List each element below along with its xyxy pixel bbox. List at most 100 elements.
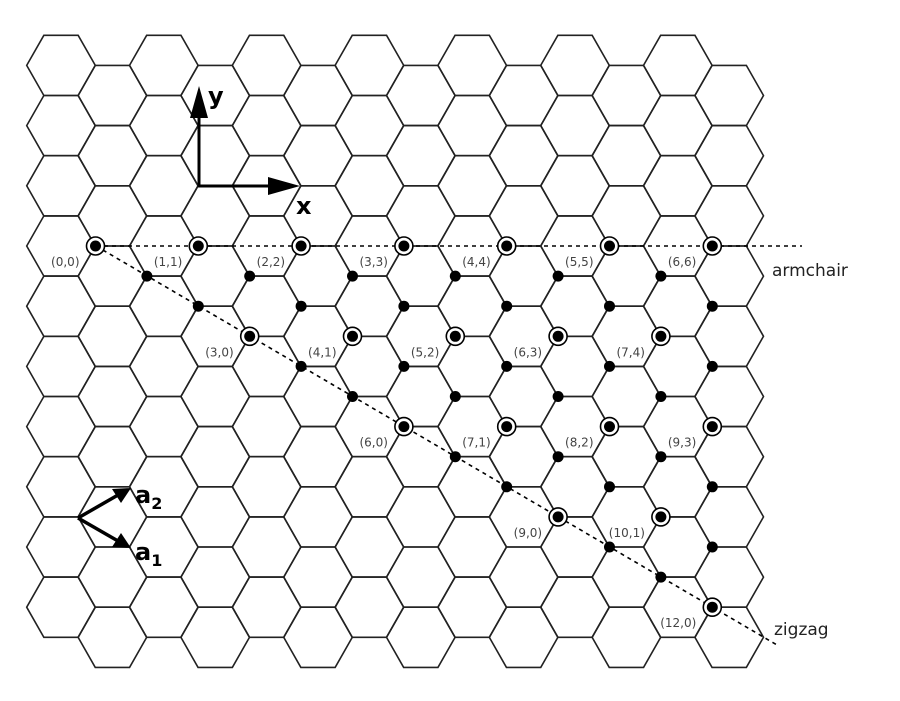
a1-label: a1 (135, 538, 162, 570)
chiral-point (501, 360, 513, 372)
hexagon-cell (488, 606, 559, 669)
chiral-point (706, 601, 718, 613)
chiral-index-label: (1,1) (154, 255, 182, 269)
hexagon-cell (488, 185, 559, 247)
hexagon-cell (282, 64, 354, 127)
hexagon-cell (282, 124, 354, 187)
hexagon-cell (385, 365, 457, 428)
chiral-point (655, 451, 667, 463)
chiral-index-label: (0,0) (51, 255, 79, 269)
hexagon-cell (179, 606, 251, 669)
hexagon-cell (693, 546, 765, 609)
hexagon-cell (282, 245, 354, 308)
hexagon-cell (282, 606, 354, 669)
chiral-point (552, 270, 564, 282)
chiral-point (347, 330, 358, 342)
hexagon-cell (488, 425, 559, 488)
hexagon-cell (436, 576, 508, 639)
hexagon-cell (334, 335, 405, 398)
a2-label: a2 (135, 481, 162, 513)
chiral-index-label: (6,0) (359, 436, 387, 450)
hexagon-cell (334, 576, 405, 639)
hexagon-cell (231, 94, 302, 157)
hexagon-cell (693, 124, 765, 187)
hexagon-cell (25, 395, 97, 458)
hexagon-cell (642, 516, 714, 578)
chiral-index-label: (7,1) (462, 436, 490, 450)
chiral-point (501, 240, 513, 252)
chiral-point (706, 541, 718, 553)
hexagon-cell (385, 245, 457, 308)
chiral-point (244, 330, 256, 342)
hexagon-cell (179, 124, 251, 187)
hexagon-cell (282, 546, 354, 609)
hexagon-cell (385, 606, 457, 669)
chiral-point (141, 270, 153, 282)
hexagon-cell (385, 485, 457, 548)
chiral-index-label: (6,6) (668, 255, 696, 269)
hexagon-cell (334, 154, 405, 217)
chiral-point (552, 511, 564, 523)
chiral-point (449, 270, 461, 282)
chiral-point (706, 421, 718, 433)
chiral-point (192, 300, 204, 312)
hexagon-cell (25, 576, 97, 639)
chiral-point (398, 421, 410, 433)
chiral-point (655, 511, 667, 523)
hexagon-cell (25, 455, 97, 518)
chiral-point (655, 270, 667, 282)
hexagon-cell (693, 365, 765, 428)
chiral-point (655, 391, 667, 402)
hexagon-cell (128, 335, 200, 398)
hexagon-cell (539, 154, 611, 217)
chiral-point (706, 240, 718, 252)
chiral-point (655, 330, 667, 342)
hexagon-cell (693, 185, 765, 247)
chiral-point (347, 270, 358, 282)
y-axis-label: y (208, 82, 224, 110)
chiral-index-label: (5,2) (411, 345, 439, 359)
chiral-point (552, 330, 564, 342)
chiral-point (552, 451, 564, 463)
hexagon-cell (436, 275, 508, 338)
hexagon-cell (488, 245, 559, 308)
hexagon-cell (642, 335, 714, 398)
hexagon-cell (179, 245, 251, 308)
chiral-point (501, 300, 513, 312)
x-arrowhead-icon (268, 177, 300, 195)
chiral-point (604, 541, 615, 553)
chiral-point (604, 300, 615, 312)
hexagon-cell (282, 425, 354, 488)
hexagon-cell (231, 576, 302, 639)
hexagon-cell (385, 546, 457, 609)
hexagon-cell (591, 546, 662, 609)
hexagon-cell (693, 245, 765, 308)
chiral-index-label: (2,2) (257, 255, 285, 269)
hexagon-cell (128, 94, 200, 157)
hexagon-cell (385, 64, 457, 127)
hexagon-cell (334, 516, 405, 578)
hexagon-cell (539, 34, 611, 97)
hexagon-cell (128, 576, 200, 639)
chiral-point (295, 300, 307, 312)
chiral-point (244, 270, 256, 282)
x-axis-label: x (296, 192, 312, 220)
hexagon-cell (539, 275, 611, 338)
chiral-index-label: (5,5) (565, 255, 593, 269)
basis-vectors: a2 a1 (77, 481, 162, 570)
hexagon-cell (179, 485, 251, 548)
chiral-point (501, 421, 513, 433)
chiral-point (604, 360, 615, 372)
hexagon-cell (642, 34, 714, 97)
chiral-index-label: (3,3) (359, 255, 387, 269)
chiral-index-label: (9,3) (668, 436, 696, 450)
hexagon-cell (77, 124, 148, 187)
a1-vector (77, 516, 119, 543)
hexagon-cell (642, 94, 714, 157)
armchair-label: armchair (772, 261, 848, 281)
hexagon-cell (488, 64, 559, 127)
chiral-point (706, 481, 718, 493)
chiral-point (449, 330, 461, 342)
chiral-point (604, 421, 615, 433)
